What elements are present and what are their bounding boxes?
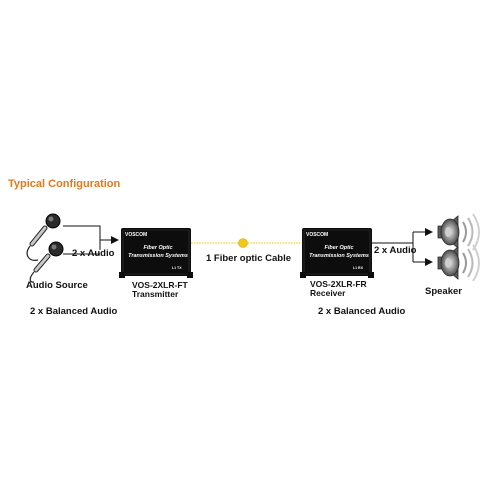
transmitter-indicators: L1 TX (172, 266, 182, 270)
receiver-line1: Fiber Optic (324, 245, 353, 251)
transmitter-line1: Fiber Optic (143, 245, 172, 251)
receiver-role: Receiver (310, 288, 346, 298)
microphone-icon (29, 241, 64, 283)
transmitter-model: VOS-2XLR-FT (132, 280, 188, 290)
transmitter-role: Transmitter (132, 289, 179, 299)
balanced-audio-left-label: 2 x Balanced Audio (30, 306, 118, 317)
receiver-line2: Transmission Systems (309, 253, 369, 259)
transmitter-brand: VOSCOM (125, 232, 147, 238)
audio-wire (63, 225, 101, 250)
receiver-brand: VOSCOM (306, 232, 328, 238)
audio-source-label: Audio Source (26, 280, 88, 291)
microphone-icon (26, 213, 61, 261)
balanced-audio-right-label: 2 x Balanced Audio (318, 306, 406, 317)
transmitter-device: VOSCOM Fiber Optic Transmission Systems … (119, 228, 193, 278)
fiber-cable-label: 1 Fiber optic Cable (206, 253, 291, 264)
speaker-label: Speaker (425, 286, 462, 297)
receiver-device: VOSCOM Fiber Optic Transmission Systems … (300, 228, 374, 278)
fiber-connector (238, 238, 248, 248)
speaker-icon (437, 244, 480, 282)
receiver-model: VOS-2XLR-FR (310, 279, 367, 289)
audio-in-label: 2 x Audio (72, 248, 115, 259)
transmitter-line2: Transmission Systems (128, 253, 188, 259)
page-title: Typical Configuration (8, 178, 121, 190)
speaker-icon (437, 213, 480, 251)
audio-out-label: 2 x Audio (374, 245, 417, 256)
receiver-indicators: L1 RX (353, 266, 364, 270)
